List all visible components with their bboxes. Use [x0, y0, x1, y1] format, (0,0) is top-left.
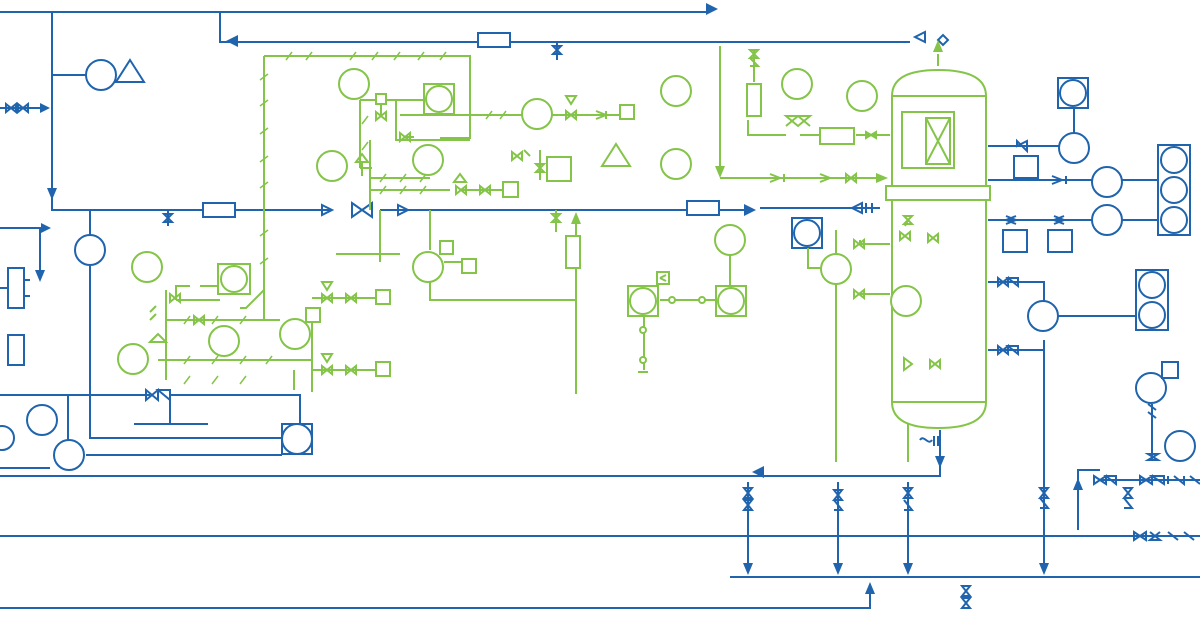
pump-icon — [521, 98, 553, 130]
column-flange — [885, 185, 991, 201]
instrument-bubble — [660, 75, 692, 107]
exchanger-icon — [7, 334, 25, 366]
instrument-bubble — [208, 325, 240, 357]
triangle-symbol — [600, 142, 632, 167]
equipment-box — [1002, 229, 1028, 253]
equipment-box — [546, 156, 572, 182]
pump-icon — [1027, 300, 1059, 332]
flow-meter — [819, 127, 855, 145]
instrument-bubble — [85, 59, 117, 91]
instrument-bubble — [660, 148, 692, 180]
flow-meter — [477, 32, 511, 48]
instrument-bubble — [1135, 372, 1167, 404]
pump-icon — [412, 251, 444, 283]
blue-valves — [5, 33, 1200, 609]
pump-icon — [74, 234, 106, 266]
valve-icon — [550, 42, 564, 60]
green-process-lines — [158, 40, 950, 462]
valve-icon — [145, 387, 171, 403]
exchanger-icon — [7, 267, 25, 309]
instrument-bubble — [1091, 166, 1123, 198]
equipment-box — [1047, 229, 1073, 253]
pump-icon — [53, 439, 85, 471]
flow-meter — [746, 83, 762, 117]
instrument-bubble — [0, 425, 15, 451]
check-valve-icon — [321, 203, 335, 217]
green-equipment — [117, 68, 991, 430]
equipment-box — [1161, 361, 1179, 379]
flow-meter — [565, 235, 581, 269]
check-valve-icon — [849, 201, 873, 215]
valve-icon — [5, 101, 17, 115]
flow-meter — [686, 200, 720, 216]
drain-icon — [919, 436, 939, 446]
pump-icon — [890, 285, 922, 317]
equipment-box — [1013, 155, 1039, 179]
instrument-bubble — [846, 80, 878, 112]
instrument-bubble — [131, 251, 163, 283]
pump-icon — [279, 318, 311, 350]
instrument-bubble — [714, 224, 746, 256]
green-valves — [147, 49, 941, 377]
blue-process-lines — [0, 3, 1200, 609]
flow-meter — [202, 202, 236, 218]
instrument-bubble — [26, 404, 58, 436]
blue-equipment — [0, 32, 1196, 471]
instrument-bubble — [1164, 430, 1196, 462]
valve-icon — [1016, 138, 1033, 154]
instrument-bubble — [1091, 204, 1123, 236]
instrument-bubble — [1058, 132, 1090, 164]
valve-icon — [161, 210, 175, 226]
signal-line-hash-marks — [183, 51, 507, 385]
control-valve-icon — [351, 201, 373, 219]
instrument-bubble — [338, 68, 370, 100]
valve-icon — [741, 487, 755, 511]
instrument-bubble — [316, 150, 348, 182]
instrument-bubble — [781, 68, 813, 100]
pump-icon — [820, 253, 852, 285]
control-valve-icon — [375, 104, 387, 123]
instrument-bubble — [117, 343, 149, 375]
triangle-symbol — [114, 58, 146, 83]
instrument-bubble — [412, 144, 444, 176]
